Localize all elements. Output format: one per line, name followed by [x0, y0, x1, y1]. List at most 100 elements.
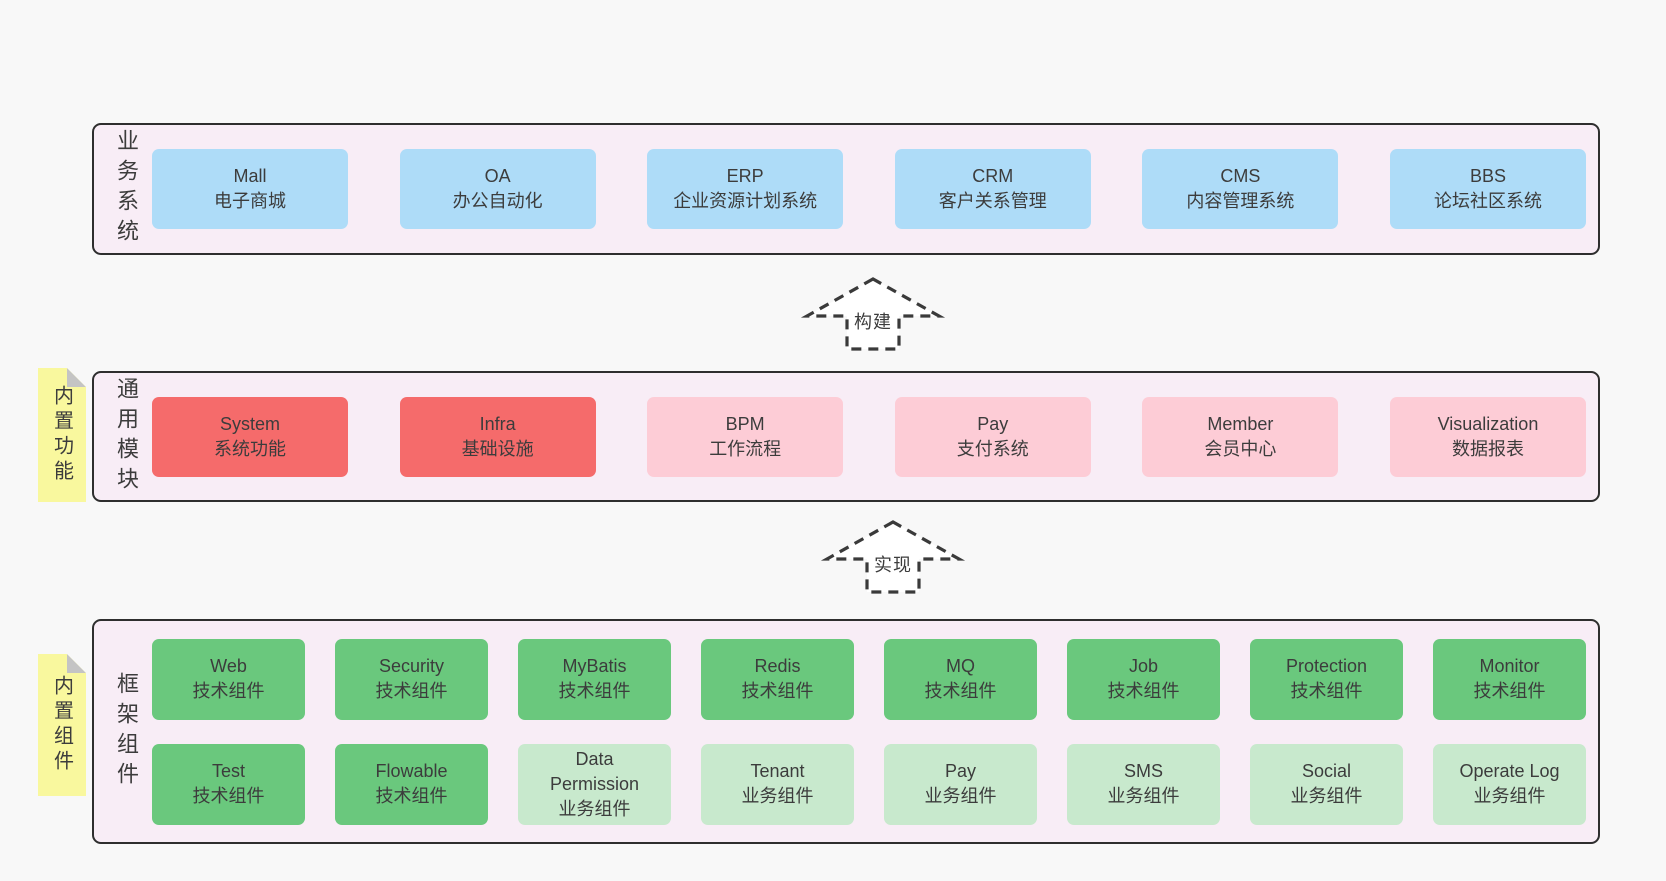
- box-title: MyBatis: [562, 656, 627, 676]
- box-crm: CRM 客户关系管理: [894, 149, 1091, 229]
- sticky-note-text: 内置功能: [50, 385, 73, 485]
- layer-boxes-business-systems: Mall 电子商城 OA 办公自动化 ERP 企业资源计划系统 CRM 客户关系管理 CMS 内容…: [94, 125, 1598, 253]
- box-title: Visualization: [1437, 413, 1539, 434]
- box-title: ERP: [726, 166, 764, 186]
- box-protection: Protection 技术组件: [1250, 638, 1403, 720]
- box-test: Test 技术组件: [152, 743, 305, 825]
- box-subtitle: 技术组件: [741, 681, 814, 701]
- box-subtitle: 技术组件: [375, 786, 448, 806]
- box-title: Monitor: [1479, 656, 1540, 676]
- box-mq: MQ 技术组件: [884, 638, 1037, 720]
- sticky-note-built-in-features: 内置功能: [38, 368, 86, 502]
- box-subtitle: 技术组件: [1290, 681, 1363, 701]
- layer-label-framework-components: 框架组件: [114, 671, 139, 792]
- box-subtitle: 技术组件: [558, 681, 631, 701]
- box-subtitle: 技术组件: [192, 786, 265, 806]
- layer-label-business-systems: 业务系统: [114, 129, 139, 249]
- box-subtitle: 工作流程: [709, 438, 782, 459]
- box-subtitle: 电子商城: [214, 191, 286, 211]
- box-redis: Redis 技术组件: [701, 638, 854, 720]
- box-title: Tenant: [750, 761, 805, 781]
- box-title: Member: [1207, 413, 1274, 434]
- box-subtitle: 技术组件: [1473, 681, 1546, 701]
- box-subtitle: 技术组件: [1107, 681, 1180, 701]
- box-subtitle: 支付系统: [956, 438, 1029, 459]
- box-title: System: [219, 413, 280, 434]
- box-system: System 系统功能: [152, 396, 348, 477]
- box-tenant: Tenant 业务组件: [701, 743, 854, 825]
- box-cms: CMS 内容管理系统: [1142, 149, 1339, 229]
- box-member: Member 会员中心: [1142, 396, 1339, 477]
- arrow-implement: 实现: [820, 519, 966, 595]
- arrow-implement-label: 实现: [871, 549, 915, 578]
- box-title: Protection: [1285, 656, 1368, 676]
- box-title: Job: [1128, 656, 1159, 676]
- box-title: Mall: [233, 166, 267, 186]
- box-social: Social 业务组件: [1250, 743, 1403, 825]
- box-visualization: Visualization 数据报表: [1389, 396, 1586, 477]
- box-erp: ERP 企业资源计划系统: [647, 149, 844, 229]
- box-bpm: BPM 工作流程: [647, 396, 844, 477]
- layer-common-modules: 通用模块 System 系统功能 Infra 基础设施 BPM 工作流程 Pay 支付系统 Me…: [92, 371, 1600, 502]
- box-subtitle: 数据报表: [1451, 438, 1524, 459]
- box-title: CMS: [1220, 166, 1261, 186]
- box-subtitle: 论坛社区系统: [1433, 191, 1542, 211]
- box-subtitle: 业务组件: [1290, 786, 1363, 806]
- box-subtitle: 业务组件: [741, 786, 814, 806]
- box-title: Operate Log: [1459, 761, 1560, 781]
- box-subtitle: 技术组件: [192, 681, 265, 701]
- box-title: CRM: [972, 166, 1014, 186]
- box-mybatis: MyBatis 技术组件: [518, 638, 671, 720]
- box-title: SMS: [1123, 761, 1163, 781]
- box-pay: Pay 业务组件: [884, 743, 1037, 825]
- arrow-build: 构建: [800, 276, 946, 352]
- layer-boxes-common-modules: System 系统功能 Infra 基础设施 BPM 工作流程 Pay 支付系统 Member 会…: [94, 373, 1598, 500]
- box-row: Mall 电子商城 OA 办公自动化 ERP 企业资源计划系统 CRM 客户关系管理 CMS 内容…: [152, 149, 1586, 229]
- box-title: OA: [484, 166, 511, 186]
- arrow-build-label: 构建: [851, 306, 895, 335]
- box-subtitle: 基础设施: [461, 438, 534, 459]
- box-subtitle: 内容管理系统: [1186, 191, 1295, 211]
- box-infra: Infra 基础设施: [399, 396, 596, 477]
- box-subtitle: 系统功能: [214, 438, 286, 459]
- box-subtitle: 技术组件: [375, 681, 448, 701]
- layer-label-common-modules: 通用模块: [114, 376, 139, 497]
- box-subtitle: 业务组件: [924, 786, 997, 806]
- box-title: Social: [1301, 761, 1352, 781]
- box-title: Test: [211, 761, 245, 781]
- box-title: MQ: [946, 656, 975, 676]
- box-title: Flowable: [375, 761, 448, 781]
- box-subtitle: 客户关系管理: [938, 191, 1047, 211]
- box-title: Data Permission: [549, 748, 640, 794]
- box-title: BPM: [725, 413, 765, 434]
- box-title: Pay: [977, 413, 1009, 434]
- box-row: System 系统功能 Infra 基础设施 BPM 工作流程 Pay 支付系统 Member 会…: [152, 396, 1586, 477]
- box-title: Redis: [754, 656, 801, 676]
- box-subtitle: 办公自动化: [452, 191, 543, 211]
- box-monitor: Monitor 技术组件: [1433, 638, 1586, 720]
- box-web: Web 技术组件: [152, 638, 305, 720]
- box-title: Infra: [479, 413, 516, 434]
- box-subtitle: 业务组件: [1473, 786, 1546, 806]
- box-subtitle: 企业资源计划系统: [673, 191, 818, 211]
- box-oa: OA 办公自动化: [399, 149, 596, 229]
- box-mall: Mall 电子商城: [152, 149, 348, 229]
- box-subtitle: 业务组件: [1107, 786, 1180, 806]
- box-pay: Pay 支付系统: [894, 396, 1091, 477]
- box-subtitle: 技术组件: [924, 681, 997, 701]
- box-subtitle: 业务组件: [558, 798, 631, 819]
- box-subtitle: 会员中心: [1204, 438, 1277, 459]
- box-data-permission: Data Permission 业务组件: [518, 743, 671, 825]
- box-job: Job 技术组件: [1067, 638, 1220, 720]
- box-title: Web: [210, 656, 247, 676]
- box-title: Security: [378, 656, 445, 676]
- box-security: Security 技术组件: [335, 638, 488, 720]
- box-title: Pay: [944, 761, 977, 781]
- sticky-note-built-in-components: 内置组件: [38, 654, 86, 796]
